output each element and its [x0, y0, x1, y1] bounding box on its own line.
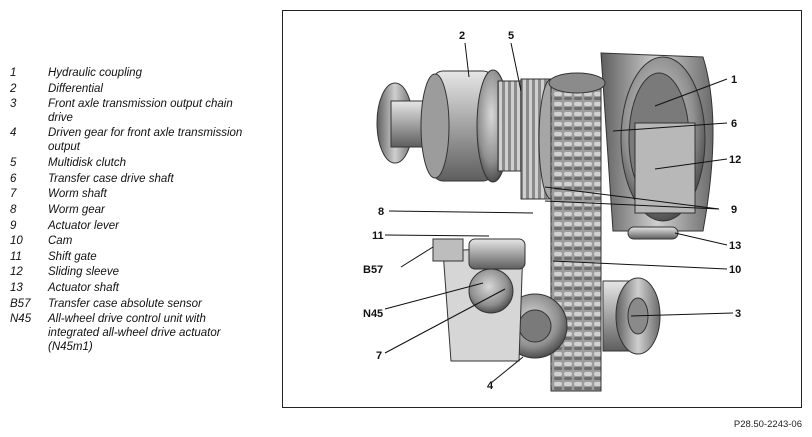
callout-3: 3	[735, 308, 741, 320]
legend-code: 13	[10, 282, 23, 294]
legend-description: Cam	[48, 235, 73, 247]
legend-description: Shift gate	[48, 251, 97, 263]
legend-description: Transfer case drive shaft	[48, 173, 174, 185]
legend-description: Worm gear	[48, 204, 105, 216]
legend-code: 7	[10, 188, 17, 200]
legend-code: 11	[10, 251, 22, 263]
legend-description: Transfer case absolute sensor	[48, 298, 202, 310]
legend-code: 6	[10, 173, 17, 185]
legend-code: 12	[10, 266, 23, 278]
transfer-case-illustration: 1 2 3 4 5 6 7 8 9 10 11 12 13 B57 N45	[282, 10, 802, 408]
legend-code: 9	[10, 220, 17, 232]
callout-12: 12	[729, 154, 741, 166]
callout-1: 1	[731, 74, 737, 86]
callout-11: 11	[372, 230, 384, 242]
callout-6: 6	[731, 118, 737, 130]
callout-8: 8	[378, 206, 384, 218]
figure-reference: P28.50-2243-06	[733, 419, 802, 430]
legend-description: Driven gear for front axle transmission …	[48, 127, 243, 153]
callout-labels: 1 2 3 4 5 6 7 8 9 10 11 12 13 B57 N45	[363, 30, 741, 392]
callout-9: 9	[731, 204, 737, 216]
legend-description: Sliding sleeve	[48, 266, 119, 278]
legend-description: Front axle transmission output chain dri…	[48, 98, 233, 124]
legend-code: 10	[10, 235, 23, 247]
callout-2: 2	[459, 30, 465, 42]
legend-code: 4	[10, 127, 17, 139]
differential	[420, 69, 529, 183]
legend-code: 1	[10, 67, 17, 79]
leader-lines	[384, 42, 734, 384]
actuator-shaft	[627, 226, 679, 240]
legend-description: Multidisk clutch	[48, 157, 126, 169]
legend-code: 3	[10, 98, 17, 110]
hydraulic-coupling	[600, 52, 714, 232]
legend-description: Actuator lever	[48, 220, 119, 232]
legend: 1 Hydraulic coupling 2 Differential 3 Front…	[0, 0, 280, 437]
callout-13: 13	[729, 240, 741, 252]
legend-code: B57	[10, 298, 31, 310]
callout-n45: N45	[363, 308, 383, 320]
callout-10: 10	[729, 264, 741, 276]
awd-actuator-unit	[432, 238, 526, 362]
callout-5: 5	[508, 30, 514, 42]
legend-description: All-wheel drive control unit with integr…	[48, 313, 221, 353]
callout-7: 7	[376, 350, 382, 362]
legend-description: Actuator shaft	[48, 282, 119, 294]
legend-description: Differential	[48, 83, 103, 95]
legend-description: Worm shaft	[48, 188, 107, 200]
legend-description: Hydraulic coupling	[48, 67, 142, 79]
legend-code: N45	[10, 313, 32, 325]
legend-code: 2	[10, 83, 17, 95]
legend-code: 8	[10, 204, 17, 216]
exploded-view-drawing: 1 2 3 4 5 6 7 8 9 10 11 12 13 B57 N45	[363, 30, 741, 392]
callout-b57: B57	[363, 264, 383, 276]
legend-code: 5	[10, 157, 17, 169]
callout-4: 4	[487, 380, 494, 392]
